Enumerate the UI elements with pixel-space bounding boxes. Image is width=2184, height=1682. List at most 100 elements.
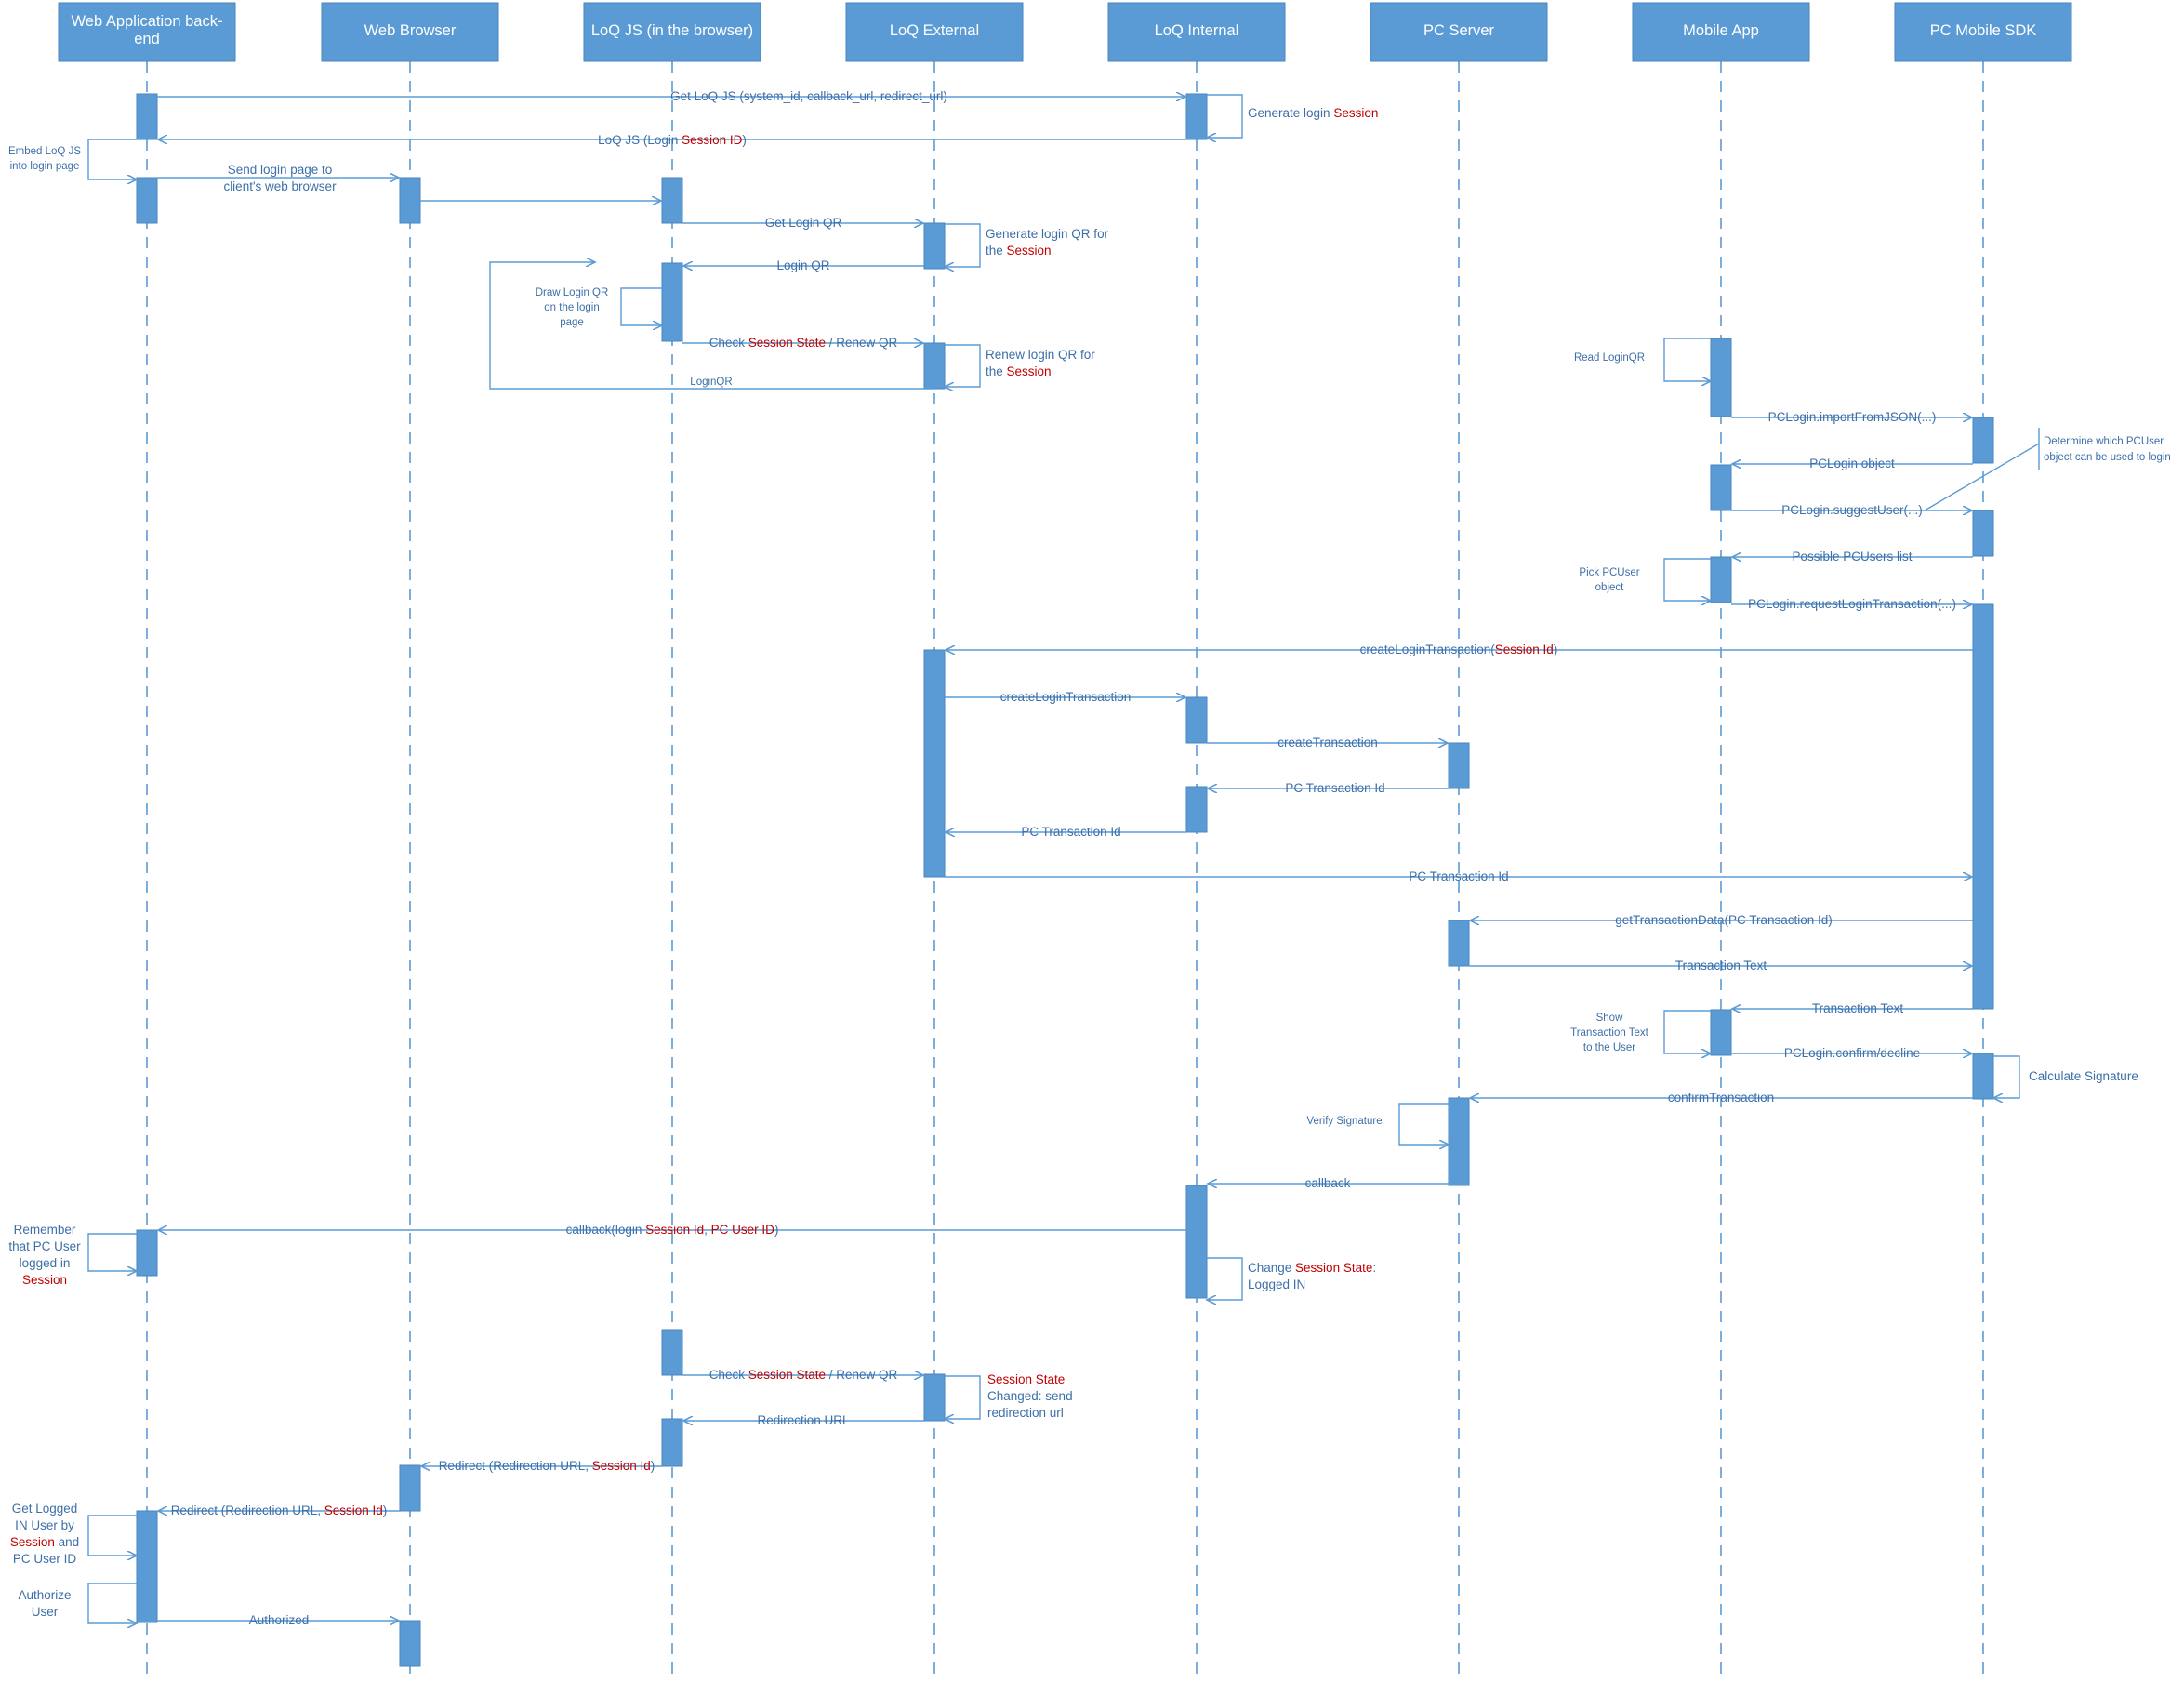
self-loop-arrow	[1663, 1010, 1711, 1053]
note-text: Verify Signature	[1306, 1116, 1382, 1127]
text-run: LoQ JS (Login	[598, 133, 682, 147]
activation-bar-loqjs	[661, 1418, 683, 1467]
activation-bar-loqint	[1185, 786, 1208, 833]
message-label: Transaction Text	[1675, 959, 1767, 973]
lifelines	[146, 61, 1984, 1679]
text-run: Session State	[1295, 1261, 1372, 1275]
participant-name: PC Server	[1423, 22, 1495, 39]
activation-bar-sdk	[1972, 417, 1994, 464]
message-label: confirmTransaction	[1668, 1091, 1774, 1105]
self-loop-arrow	[1207, 1257, 1243, 1300]
message-label: PC Transaction Id	[1409, 869, 1508, 883]
message-label: PCLogin.requestLoginTransaction(...)	[1748, 597, 1956, 611]
note-text: logged in	[20, 1256, 71, 1270]
self-loop-arrow	[1663, 558, 1711, 601]
text-run: Get Login QR	[765, 216, 842, 230]
note-text: page	[560, 317, 584, 328]
text-run: LoginQR	[690, 377, 732, 388]
message-label: Check Session State / Renew QR	[709, 1368, 898, 1382]
text-run: Redirect (Redirection URL,	[439, 1459, 592, 1473]
self-loop-arrow	[87, 1233, 137, 1271]
text-run: Calculate Signature	[2029, 1069, 2138, 1083]
note-text: Logged IN	[1248, 1278, 1305, 1291]
note-text: the Session	[986, 244, 1052, 258]
activation-bar-loqint	[1185, 696, 1208, 744]
text-run: Session State	[987, 1372, 1065, 1386]
participant-name: LoQ Internal	[1155, 22, 1239, 39]
note-text: the Session	[986, 364, 1052, 378]
note-text: Session State	[987, 1372, 1065, 1386]
activation-bar-mobileapp	[1710, 338, 1732, 417]
activation-bar-backend	[136, 1229, 158, 1277]
text-run: client's web browser	[223, 179, 337, 193]
text-run: Session	[1007, 364, 1052, 378]
text-run: IN User by	[15, 1518, 74, 1532]
text-run: PCLogin.importFromJSON(...)	[1768, 410, 1937, 424]
message-label: Get Login QR	[765, 216, 842, 230]
self-loop-arrow	[87, 1583, 137, 1623]
annotation-text: Determine which PCUser	[2044, 436, 2164, 447]
text-run: the	[986, 364, 1007, 378]
self-loop-arrow	[87, 139, 137, 179]
message-label: Send login page to	[228, 163, 333, 177]
text-run: :	[1372, 1261, 1376, 1275]
text-run: Login QR	[776, 258, 829, 272]
activation-bar-pcserver	[1448, 920, 1470, 967]
note-text: Embed LoQ JS	[8, 146, 81, 157]
activation-bar-loqext	[923, 1373, 946, 1422]
text-run: createLoginTransaction(	[1360, 642, 1496, 656]
text-run: )	[383, 1503, 388, 1517]
text-run: Session	[1333, 106, 1378, 120]
activation-bar-pcserver	[1448, 1097, 1470, 1186]
note-text: User	[32, 1605, 59, 1619]
activation-bar-loqint	[1185, 93, 1208, 140]
note-text: Draw Login QR	[536, 287, 609, 298]
text-run: Authorize	[18, 1588, 71, 1602]
self-loop-arrow	[1993, 1055, 2020, 1098]
text-run: the	[986, 244, 1007, 258]
message-label: PCLogin.importFromJSON(...)	[1768, 410, 1937, 424]
text-run: PC User ID	[711, 1223, 775, 1237]
note-text: redirection url	[987, 1406, 1064, 1420]
note-text: Changed: send	[987, 1389, 1073, 1403]
participant-box-browser	[321, 2, 499, 62]
message-label: Redirect (Redirection URL, Session Id)	[439, 1459, 655, 1473]
text-run: Session State	[748, 336, 826, 350]
message-label: LoQ JS (Login Session ID)	[598, 133, 747, 147]
note-text: Generate login Session	[1248, 106, 1378, 120]
text-run: Session	[10, 1535, 55, 1549]
text-run: Redirection URL	[757, 1413, 850, 1427]
text-run: Logged IN	[1248, 1278, 1305, 1291]
note-text: Session and	[10, 1535, 79, 1549]
participant-box-sdk	[1894, 2, 2072, 62]
self-loop-arrow	[620, 287, 662, 325]
participant-box-loqext	[845, 2, 1024, 62]
message-label: Redirection URL	[757, 1413, 850, 1427]
text-run: Change	[1248, 1261, 1295, 1275]
message-label: createTransaction	[1277, 735, 1378, 749]
message-label: PCLogin.suggestUser(...)	[1781, 503, 1923, 517]
text-run: Session State	[748, 1368, 826, 1382]
text-run: createLoginTransaction	[1000, 690, 1132, 704]
activation-bar-backend	[136, 177, 158, 224]
note-text: Authorize	[18, 1588, 71, 1602]
text-run: logged in	[20, 1256, 71, 1270]
self-loops	[87, 94, 2020, 1623]
message-label: Get LoQ JS (system_id, callback_url, red…	[670, 89, 947, 103]
activation-bar-loqjs	[661, 177, 683, 224]
participant-name: PC Mobile SDK	[1930, 22, 2037, 39]
participant-name: LoQ External	[890, 22, 979, 39]
note-text: Remember	[14, 1223, 76, 1237]
text-run: callback	[1305, 1176, 1351, 1190]
participant-box-mobileapp	[1632, 2, 1810, 62]
self-loop-arrow	[87, 1515, 137, 1556]
text-run: PC Transaction Id	[1409, 869, 1508, 883]
text-run: Generate login QR for	[986, 227, 1109, 241]
text-run: Session	[1007, 244, 1052, 258]
activation-bar-mobileapp	[1710, 1009, 1732, 1056]
note-text: Renew login QR for	[986, 348, 1095, 362]
note-text: Transaction Text	[1570, 1027, 1649, 1039]
message-label: PCLogin.confirm/decline	[1784, 1046, 1920, 1060]
text-run: )	[742, 133, 747, 147]
